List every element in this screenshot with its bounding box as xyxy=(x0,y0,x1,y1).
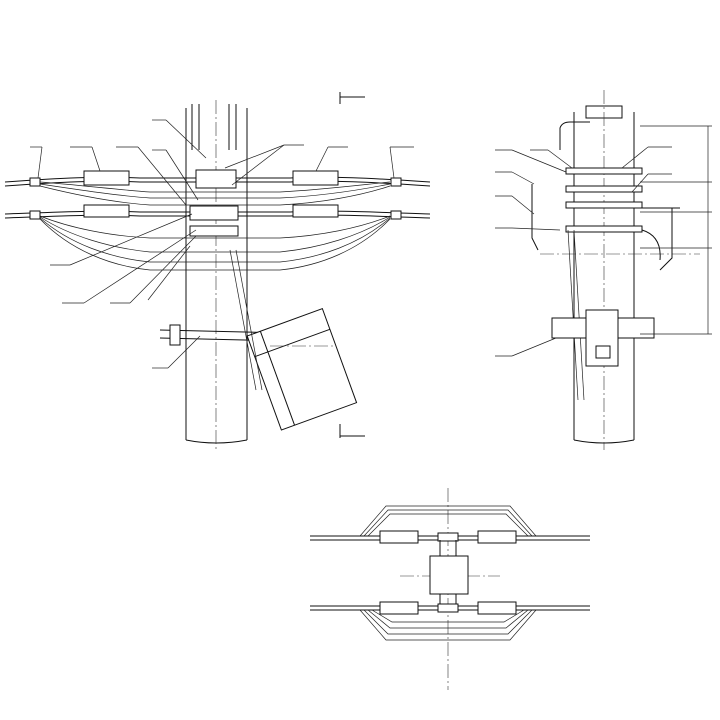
dimension-chain xyxy=(640,125,712,335)
side-pole xyxy=(540,90,700,450)
lower-cable-bundle xyxy=(4,204,431,271)
plan-view xyxy=(310,488,590,690)
front-bracket-and-box xyxy=(159,249,358,431)
side-bracket xyxy=(551,309,655,367)
front-pole xyxy=(185,100,248,450)
front-callouts xyxy=(30,119,414,369)
front-view xyxy=(4,92,431,450)
side-clamps xyxy=(531,121,680,401)
section-marker-top xyxy=(339,92,365,104)
side-callouts xyxy=(495,146,672,357)
section-marker-bottom xyxy=(339,424,365,438)
side-view xyxy=(495,90,712,450)
upper-cable-bundle xyxy=(4,169,431,206)
